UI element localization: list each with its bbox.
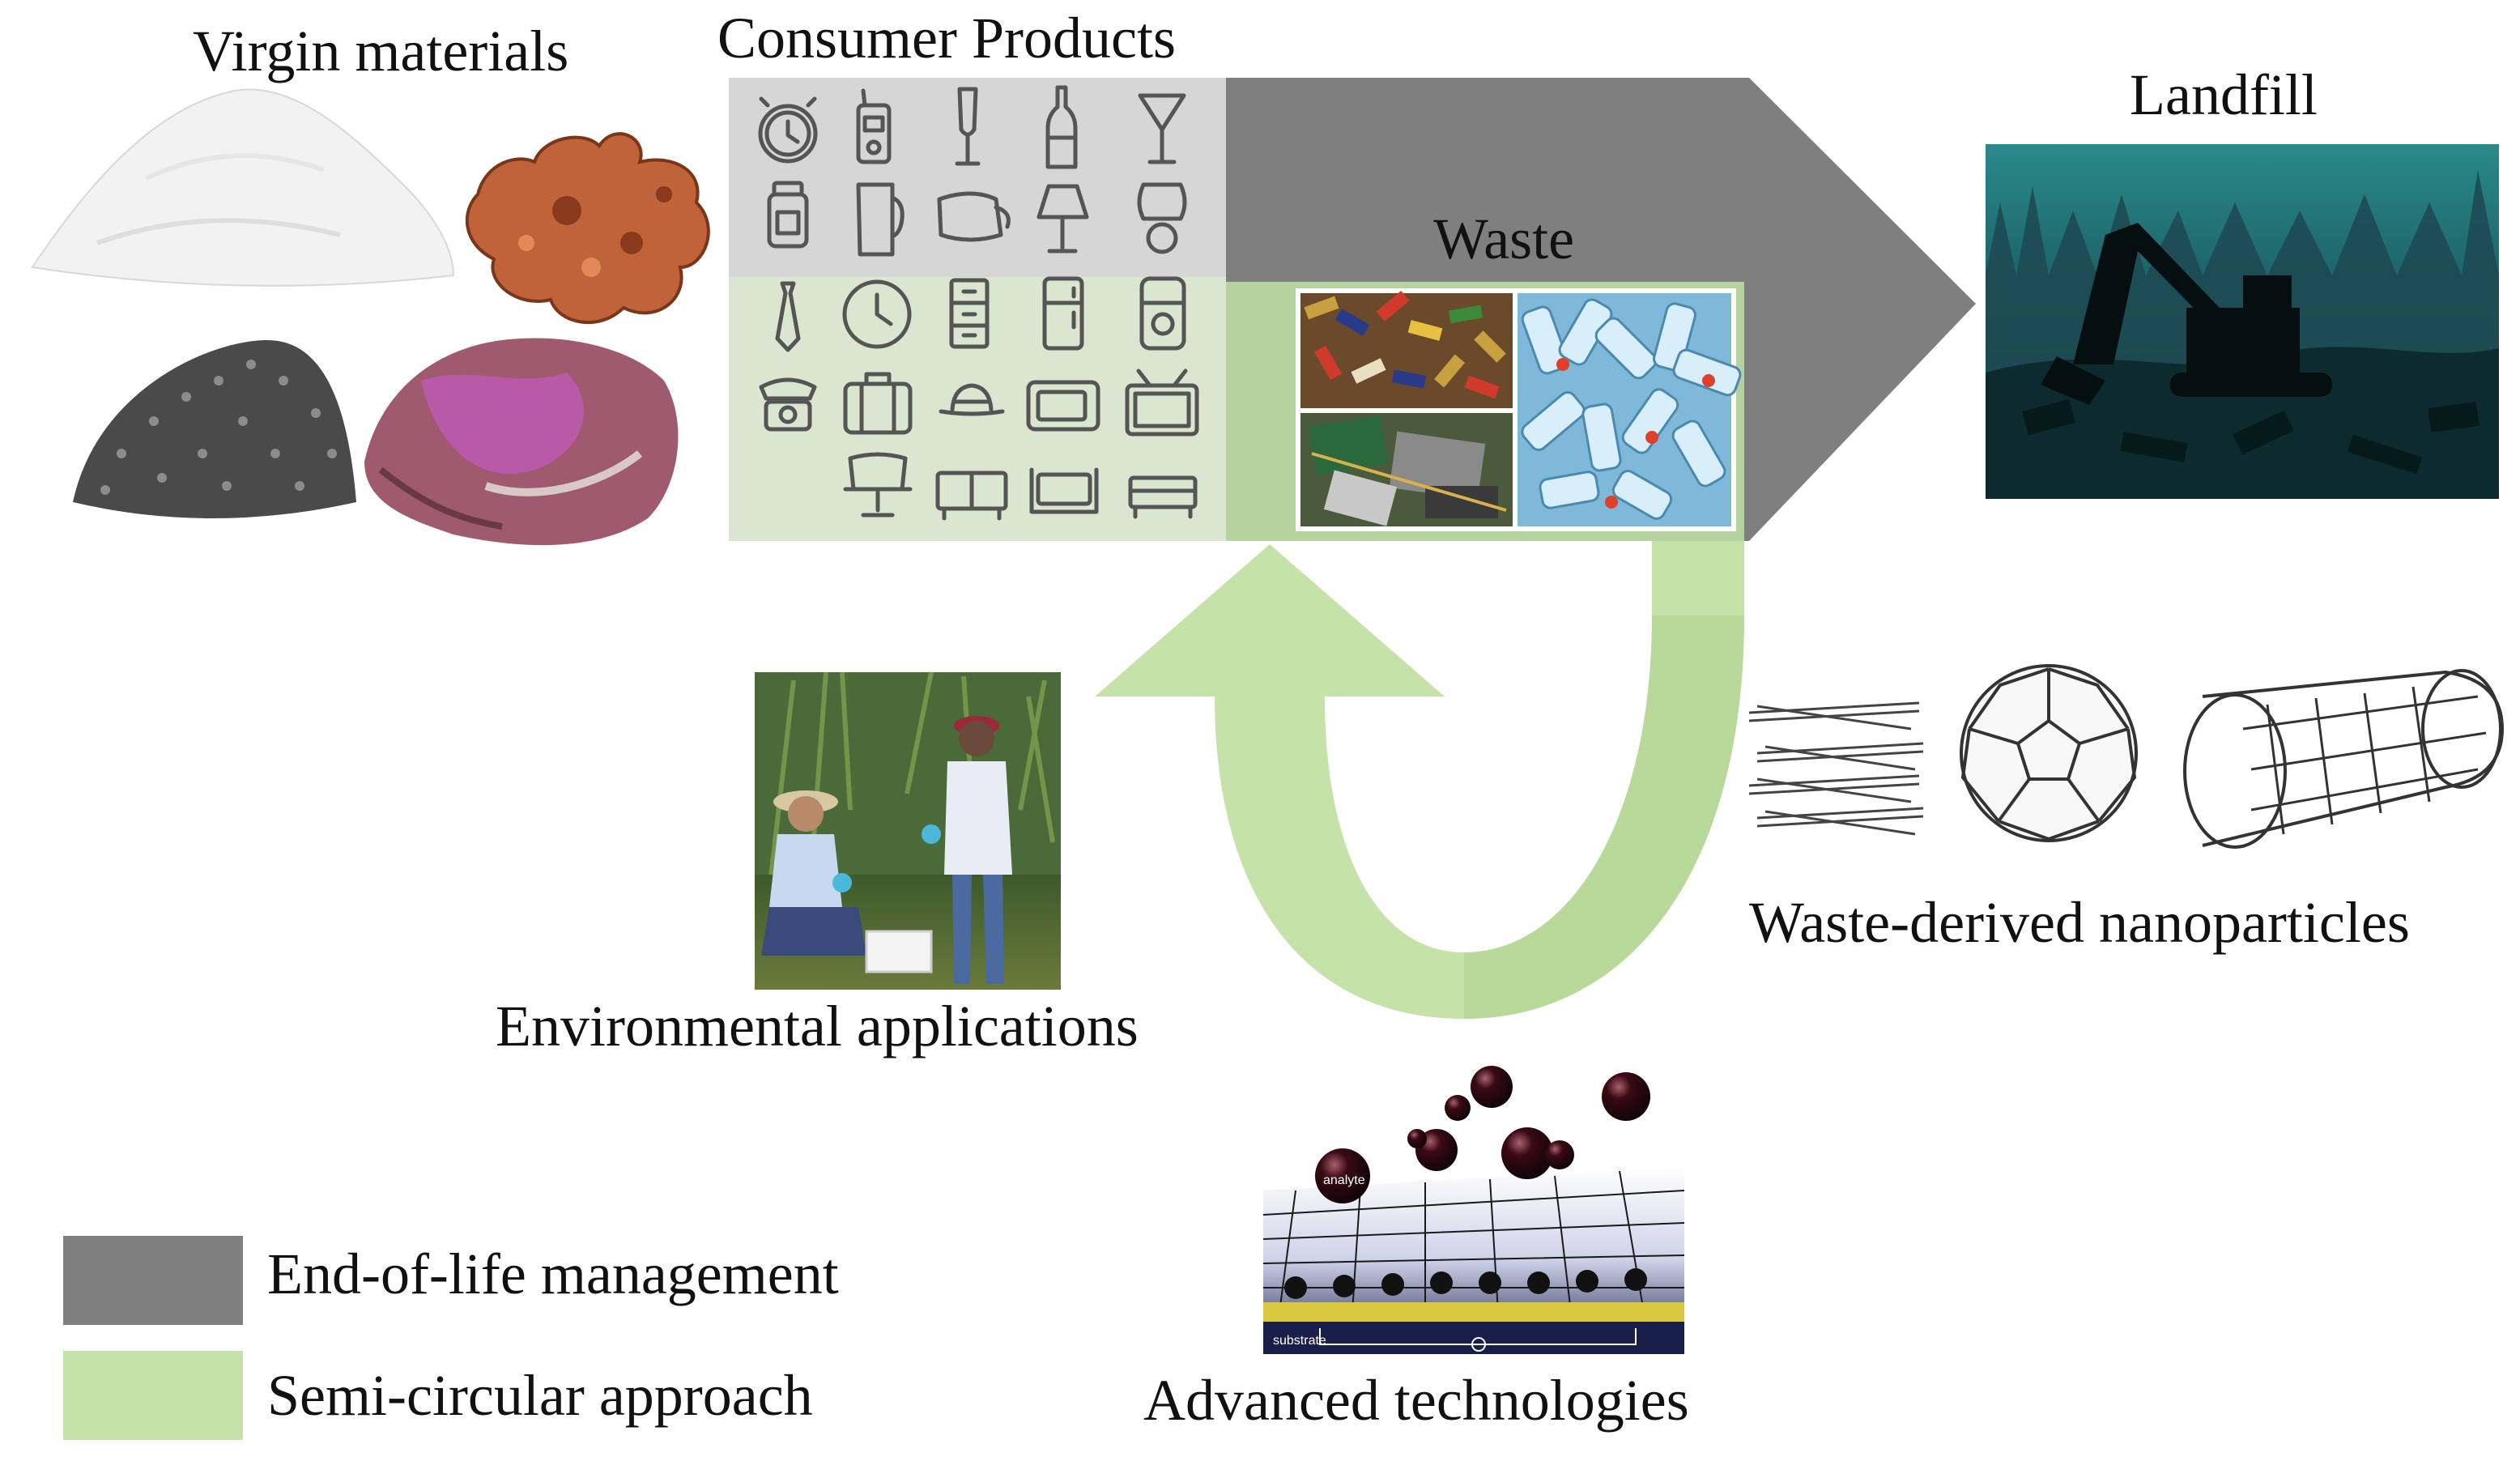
jar-icon: [767, 181, 809, 249]
sofa-icon: [1029, 467, 1099, 514]
microwave-icon: [1026, 380, 1100, 432]
table-lamp-icon: [1037, 184, 1089, 253]
legend-label-semi-circular: Semi-circular approach: [267, 1363, 813, 1428]
copper-nugget-icon: [466, 132, 710, 325]
semi-circular-shade: [1464, 615, 1744, 1019]
waste-title: Waste: [1433, 207, 1575, 271]
wine-glass-icon: [955, 87, 981, 166]
carbon-nanotube-icon: [2183, 669, 2505, 849]
necktie-icon: [775, 281, 801, 352]
analyte-particles: analyte: [1315, 1066, 1650, 1203]
metal-pellets-icon: [73, 340, 356, 518]
environmental-applications-title: Environmental applications: [496, 994, 1139, 1058]
semi-circular-arrowhead: [1095, 544, 1445, 696]
legend-swatch-semi-circular: [63, 1351, 243, 1440]
hat-icon: [939, 383, 1005, 416]
graphene-sheets-icon: [1748, 701, 1924, 836]
waste-derived-nanoparticles-title: Waste-derived nanoparticles: [1749, 890, 2410, 955]
martini-glass-icon: [1138, 93, 1186, 164]
sideboard-icon: [935, 471, 1008, 521]
mineral-rock-icon: [364, 338, 679, 546]
fullerene-icon: [1960, 664, 2138, 842]
radio-icon: [856, 88, 892, 164]
legend-swatch-end-of-life: [63, 1236, 243, 1325]
consumer-products-title: Consumer Products: [717, 6, 1176, 70]
pitcher-icon: [856, 182, 905, 257]
consumer-products-box-top: [729, 78, 1226, 277]
wall-clock-icon: [842, 279, 912, 349]
sand-pile-icon: [31, 88, 455, 287]
advanced-technologies-title: Advanced technologies: [1143, 1368, 1689, 1433]
plastic-bottle-waste-photo: [1518, 293, 1742, 526]
bottle-icon: [1045, 85, 1078, 169]
alarm-clock-icon: [758, 96, 818, 164]
substrate-label: substrate: [1273, 1334, 1326, 1348]
excavator-landfill-photo: [1986, 144, 2499, 499]
consumer-products-icons: [758, 85, 1199, 521]
waste-photos: [1296, 288, 1742, 531]
legend-label-end-of-life: End-of-life management: [267, 1242, 839, 1306]
landfill-title: Landfill: [2130, 62, 2318, 127]
kettle-icon: [937, 191, 1011, 242]
electronic-waste-photo: [1300, 413, 1513, 526]
consumer-products-box-bottom: [729, 277, 1226, 541]
washing-machine-icon: [1139, 276, 1186, 351]
suitcase-icon: [843, 372, 913, 435]
battery-waste-photo: [1300, 291, 1513, 408]
bench-icon: [1128, 475, 1198, 519]
television-icon: [1125, 368, 1199, 437]
office-chair-icon: [843, 452, 913, 518]
virgin-materials-title: Virgin materials: [193, 19, 569, 83]
analyte-label: analyte: [1323, 1173, 1365, 1187]
telephone-icon: [759, 377, 817, 432]
sensor-surface-icon: substrate: [1262, 1166, 1685, 1354]
cabinet-icon: [949, 278, 990, 349]
desk-lamp-icon: [1137, 182, 1187, 254]
fridge-icon: [1042, 276, 1084, 351]
field-sampling-photo: [755, 671, 1061, 990]
